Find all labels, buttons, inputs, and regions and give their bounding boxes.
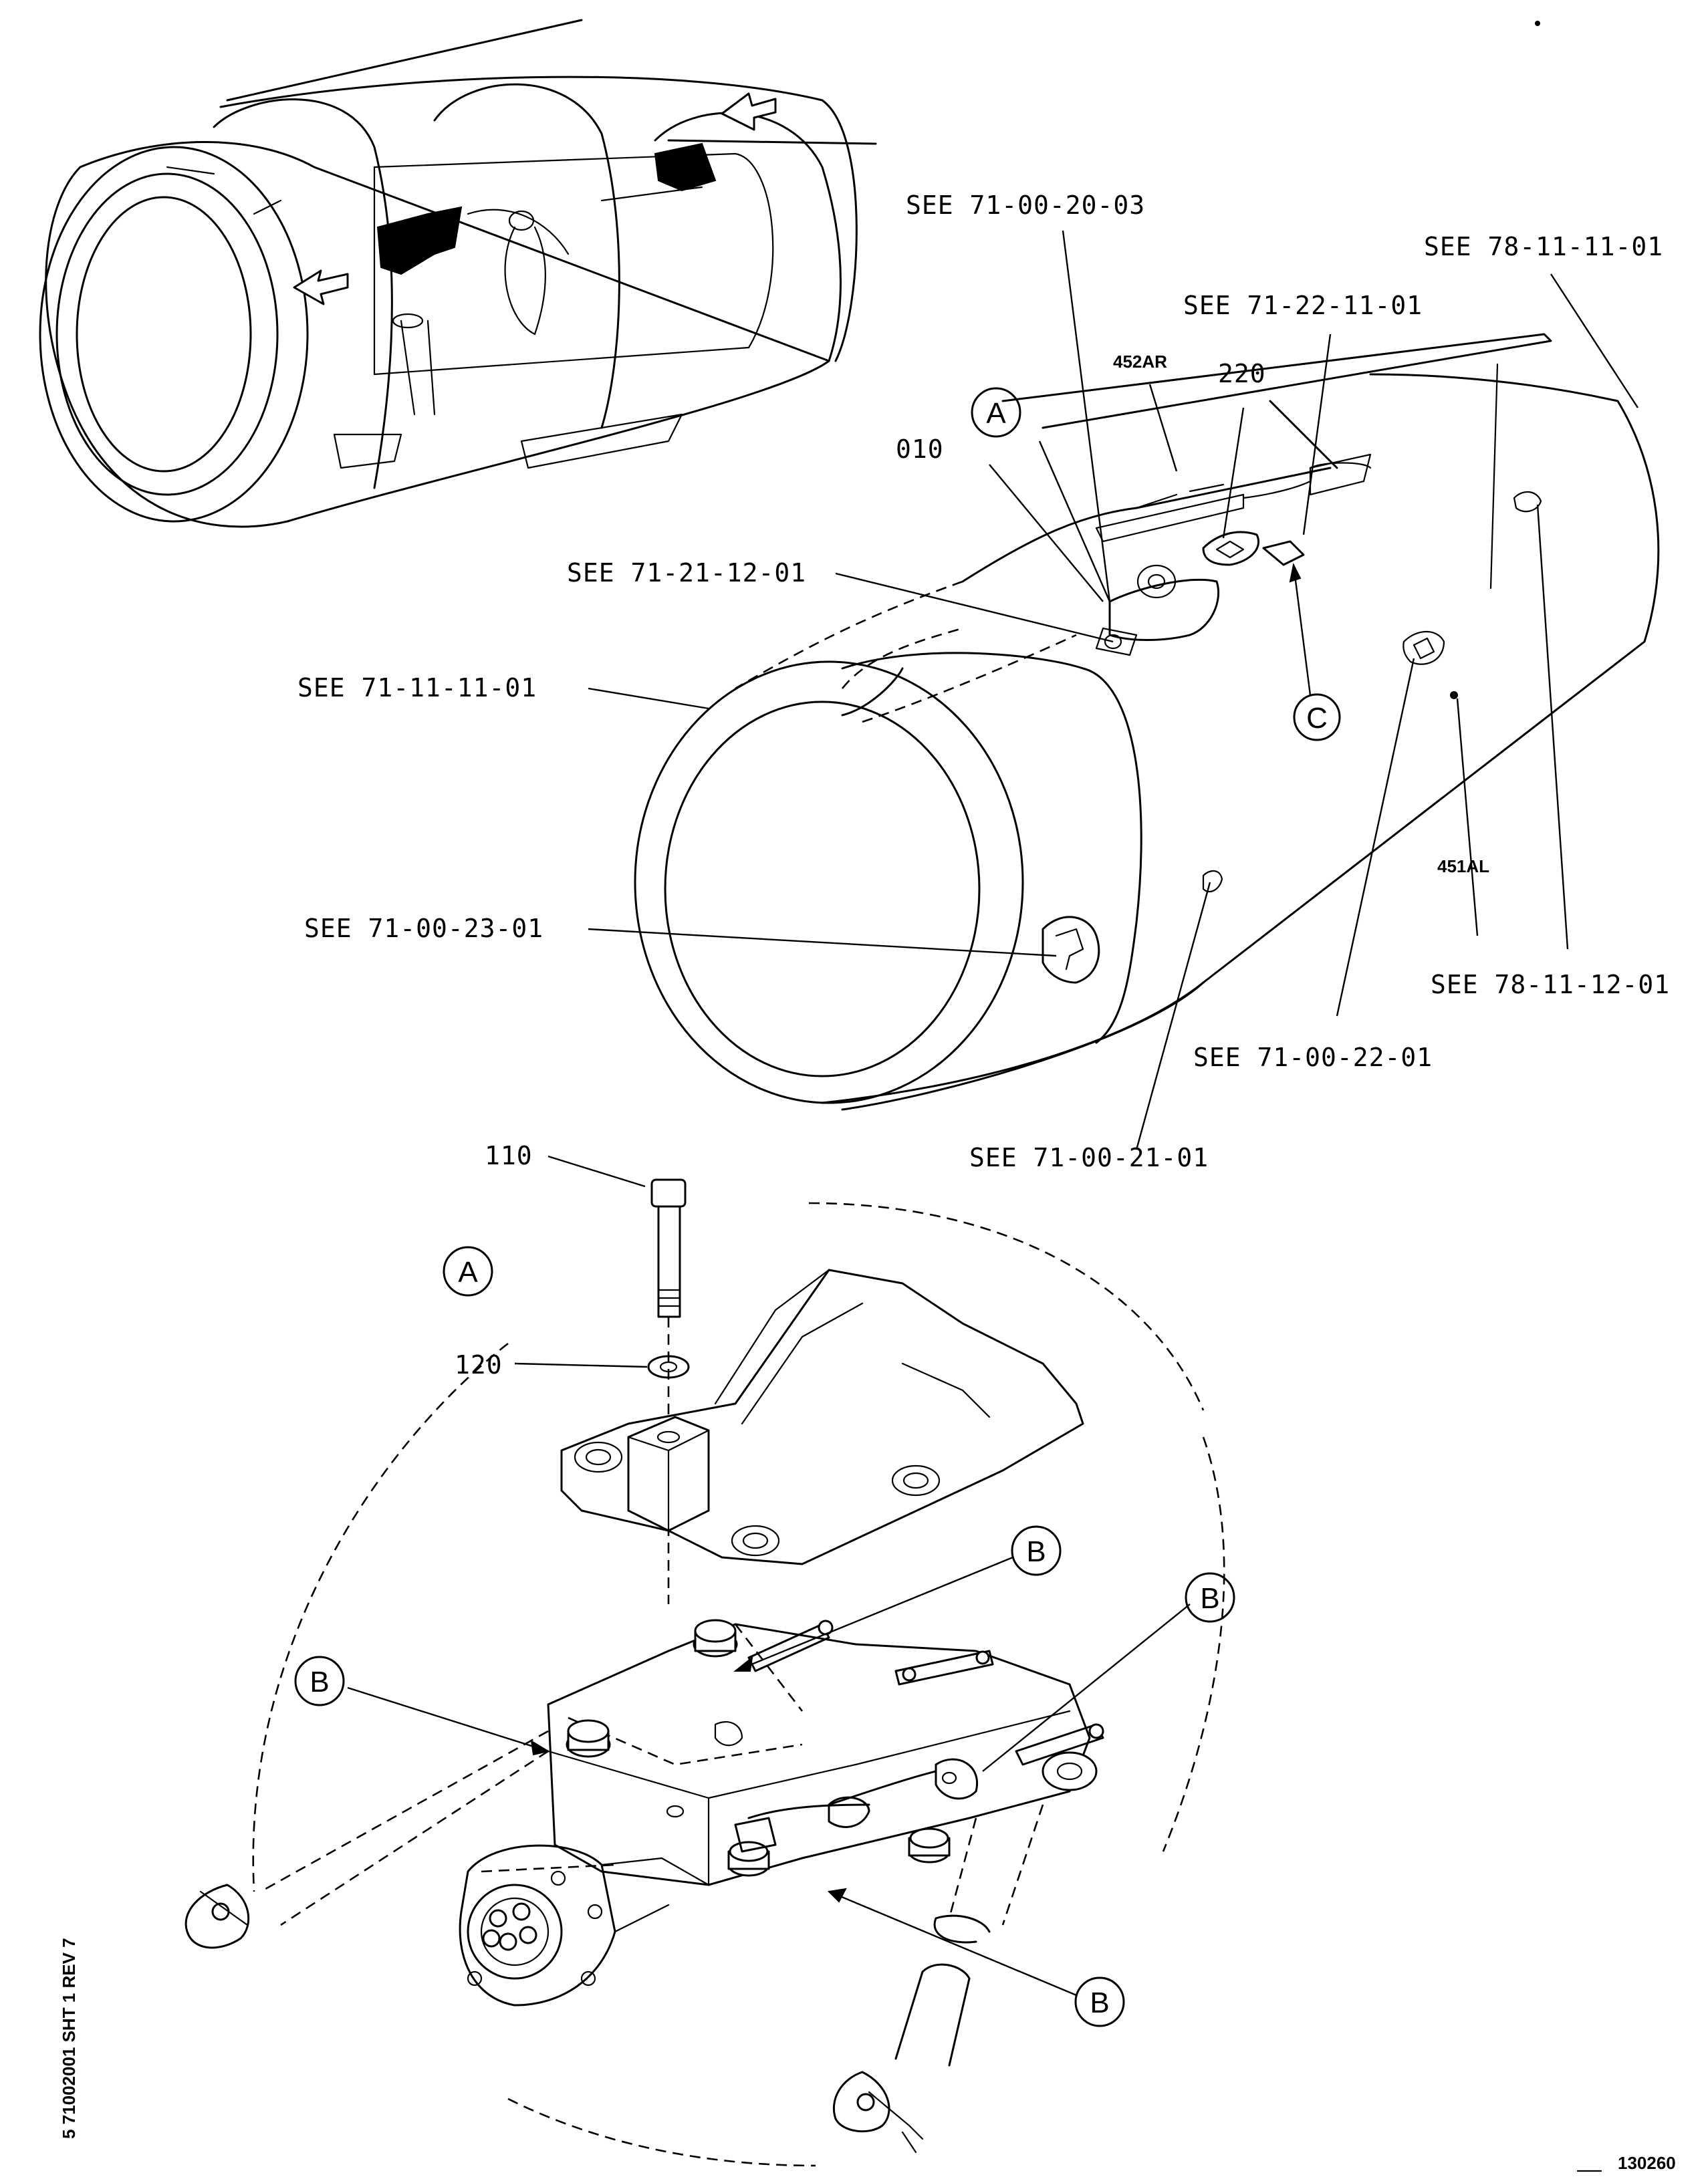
svg-text:A: A xyxy=(458,1256,478,1289)
svg-text:B: B xyxy=(310,1666,329,1698)
part-010-label: 010 xyxy=(896,434,944,464)
ref-78-11-12-01: SEE 78-11-12-01 xyxy=(1431,970,1670,999)
svg-text:A: A xyxy=(986,397,1006,430)
detail-callout-c: C xyxy=(1293,693,1341,741)
detail-callout-a-lower: A xyxy=(443,1246,493,1297)
detail-a-mount-view xyxy=(185,1178,1225,2167)
ref-71-00-20-03: SEE 71-00-20-03 xyxy=(906,190,1145,220)
zone-452ar-label: 452AR xyxy=(1113,352,1167,372)
svg-text:B: B xyxy=(1200,1582,1219,1615)
detail-callouts: A C A B B B B xyxy=(294,387,1341,2027)
zone-451al-label: 451AL xyxy=(1437,856,1489,876)
reference-labels: SEE 71-00-20-03 SEE 78-11-11-01 SEE 71-2… xyxy=(297,190,1670,1172)
detail-callout-a-upper: A xyxy=(971,387,1021,438)
detail-callout-b-2: B xyxy=(1185,1572,1235,1623)
figure-id: 130260 xyxy=(1618,2153,1676,2173)
aircraft-engine-orientation-view xyxy=(39,19,877,528)
ref-71-21-12-01: SEE 71-21-12-01 xyxy=(567,558,806,588)
svg-text:B: B xyxy=(1090,1986,1109,2019)
ref-71-22-11-01: SEE 71-22-11-01 xyxy=(1183,291,1423,320)
ref-78-11-11-01: SEE 78-11-11-01 xyxy=(1424,232,1663,261)
ref-71-00-22-01: SEE 71-00-22-01 xyxy=(1193,1043,1433,1072)
svg-text:C: C xyxy=(1306,702,1328,735)
svg-text:B: B xyxy=(1026,1535,1046,1568)
sheet-reference: 5 71002001 SHT 1 REV 7 xyxy=(59,1938,79,2139)
detail-callout-b-3: B xyxy=(294,1656,345,1706)
ref-71-11-11-01: SEE 71-11-11-01 xyxy=(297,673,537,702)
part-110-label: 110 xyxy=(485,1141,533,1170)
ref-71-00-23-01: SEE 71-00-23-01 xyxy=(304,914,543,943)
detail-callout-b-4: B xyxy=(1074,1976,1125,2027)
part-220-label: 220 xyxy=(1218,359,1266,388)
part-number-labels: 010 220 110 120 452AR 451AL xyxy=(455,352,1489,1380)
bolt-110 xyxy=(650,1178,687,1318)
leader-lines xyxy=(347,230,1639,1997)
nacelle-main-view xyxy=(634,333,1660,1111)
part-120-label: 120 xyxy=(455,1350,503,1380)
ref-71-00-21-01: SEE 71-00-21-01 xyxy=(969,1143,1209,1172)
detail-callout-b-1: B xyxy=(1011,1525,1062,1576)
